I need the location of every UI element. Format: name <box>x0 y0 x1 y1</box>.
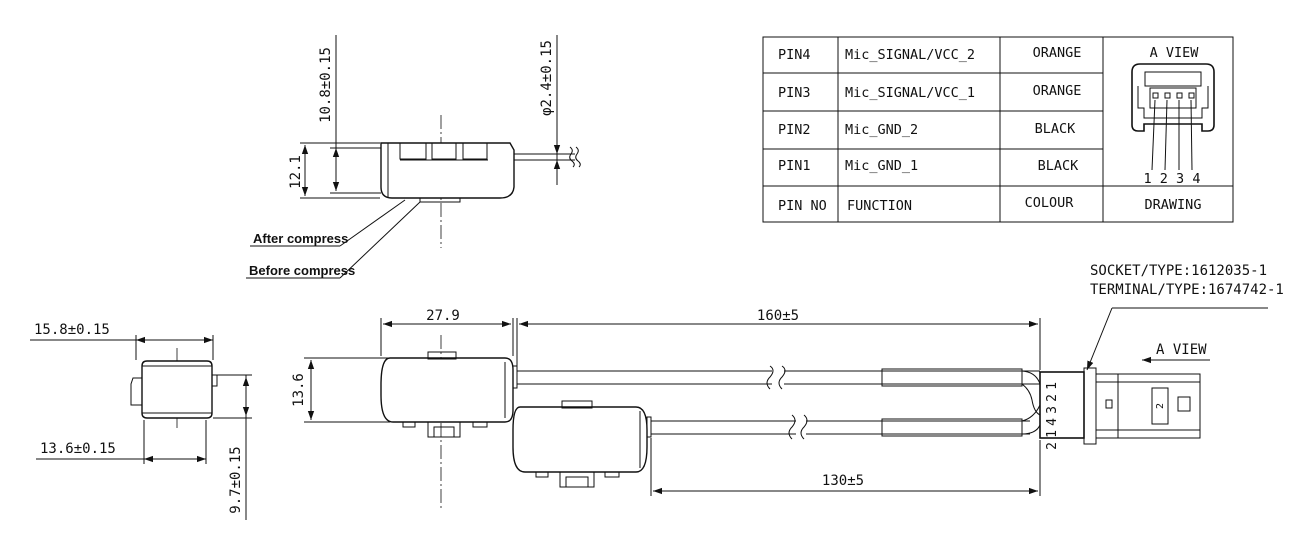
pin-table-header-function: FUNCTION <box>847 198 912 214</box>
dim-dia-2-4-label: φ2.4±0.15 <box>539 40 555 116</box>
assembly-view: 1 2 3 4 1 2 2 27.9 160±5 13. <box>291 263 1284 508</box>
pin-table-row-colour: ORANGE <box>1033 83 1082 99</box>
before-compress-label: Before compress <box>249 263 355 278</box>
pin-table-row-function: Mic_GND_2 <box>845 122 918 138</box>
mic-body-side <box>380 142 515 199</box>
connector-pin-3: 3 <box>1045 406 1060 414</box>
top-side-view: 12.1 10.8±0.15 φ2.4±0.15 After compress … <box>246 35 581 279</box>
dim-160-label: 160±5 <box>757 308 799 324</box>
pin-table: PIN4 Mic_SIGNAL/VCC_2 ORANGE PIN3 Mic_SI… <box>762 36 1234 223</box>
connector-pin-5: 1 <box>1045 430 1060 438</box>
dim-15-8-label: 15.8±0.15 <box>34 322 110 338</box>
pin-table-row-function: Mic_GND_1 <box>845 158 918 174</box>
pin-table-header-drawing: DRAWING <box>1145 197 1202 213</box>
after-compress-label: After compress <box>253 231 348 246</box>
pin-table-header-colour: COLOUR <box>1025 195 1075 211</box>
connector-housing <box>1095 373 1201 439</box>
a-view-arrow-label: A VIEW <box>1156 342 1207 358</box>
connector-pin-6: 2 <box>1045 442 1060 450</box>
pin-table-row-function: Mic_SIGNAL/VCC_1 <box>845 85 975 101</box>
cable-1-sleeve <box>881 368 1023 387</box>
mic-2-body <box>512 406 648 473</box>
a-view-title: A VIEW <box>1150 45 1200 61</box>
connector-terminal-block <box>1039 371 1085 439</box>
cable-2-sleeve <box>881 418 1023 437</box>
pin-table-row-colour: BLACK <box>1035 121 1077 137</box>
connector-pin-2: 2 <box>1045 394 1060 402</box>
connector-face-drawing: 1 2 3 4 <box>1131 63 1215 187</box>
pin-table-row-colour: ORANGE <box>1033 45 1082 61</box>
dim-13-6-end-label: 13.6±0.15 <box>40 441 116 457</box>
dim-130-label: 130±5 <box>822 473 864 489</box>
terminal-type-label: TERMINAL/TYPE:1674742-1 <box>1090 282 1284 298</box>
pin-table-row-pin: PIN3 <box>778 85 811 101</box>
end-view: 15.8±0.15 13.6±0.15 9.7±0.15 <box>30 322 252 520</box>
dim-10-8-label: 10.8±0.15 <box>318 47 334 123</box>
pin-table-row-pin: PIN1 <box>778 158 811 174</box>
mic-1-body <box>380 357 514 423</box>
connector: 1 2 3 4 1 2 2 <box>1039 367 1201 450</box>
dim-27-9-label: 27.9 <box>426 308 460 324</box>
pin-table-header-pin: PIN NO <box>778 198 827 214</box>
socket-type-label: SOCKET/TYPE:1612035-1 <box>1090 263 1267 279</box>
dim-12-1-label: 12.1 <box>288 155 304 189</box>
connector-pin-1: 1 <box>1045 382 1060 390</box>
connector-latch-mark: 2 <box>1155 403 1166 409</box>
pin-table-row-colour: BLACK <box>1038 158 1080 174</box>
pin-table-row-pin: PIN2 <box>778 122 811 138</box>
dim-9-7-label: 9.7±0.15 <box>228 446 244 513</box>
connector-face-pin-numbers: 1 2 3 4 <box>1144 171 1201 187</box>
mic-body-end <box>141 360 213 419</box>
pin-table-row-pin: PIN4 <box>778 47 811 63</box>
connector-pin-4: 4 <box>1045 418 1060 426</box>
pin-table-row-function: Mic_SIGNAL/VCC_2 <box>845 47 975 63</box>
dim-13-6-body-label: 13.6 <box>291 373 307 407</box>
